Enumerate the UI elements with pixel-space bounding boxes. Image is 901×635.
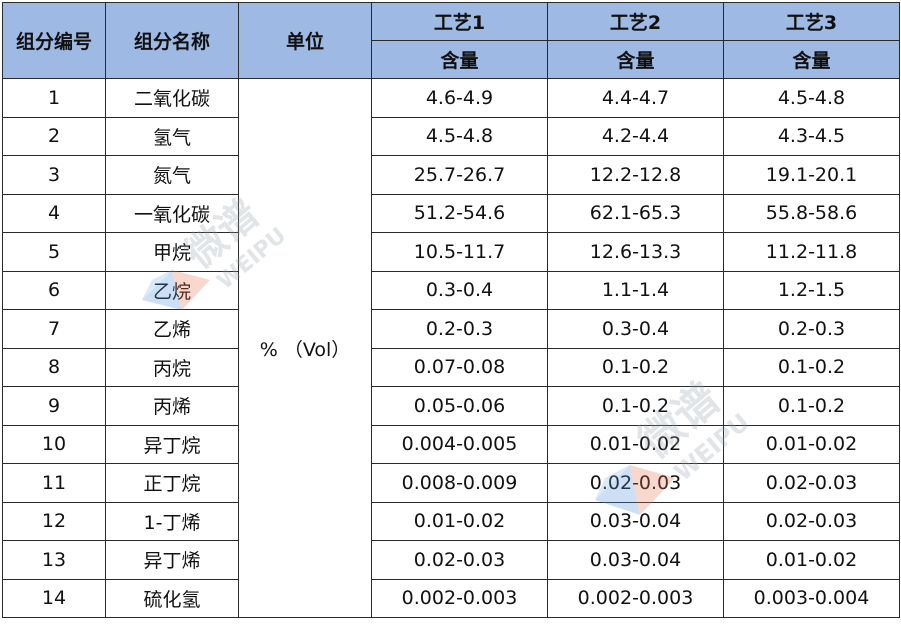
component-number-cell: 1 [2,78,106,118]
header-content-3: 含量 [723,40,900,79]
component-name-cell: 乙烷 [105,270,239,310]
component-name-cell: 硫化氢 [105,578,239,618]
process-2-content-cell: 0.03-0.04 [547,501,724,541]
component-number-cell: 5 [2,232,106,272]
header-process-3: 工艺3 [723,2,900,41]
header-process-2: 工艺2 [547,2,724,41]
header-component-number: 组分编号 [2,2,106,79]
component-name-cell: 乙烯 [105,309,239,349]
component-name-cell: 异丁烯 [105,540,239,580]
process-3-content-cell: 0.1-0.2 [723,347,900,387]
component-name-cell: 二氧化碳 [105,78,239,118]
component-name-cell: 一氧化碳 [105,193,239,233]
process-1-content-cell: 0.004-0.005 [371,424,548,464]
process-2-content-cell: 0.3-0.4 [547,309,724,349]
component-number-cell: 7 [2,309,106,349]
process-1-content-cell: 0.05-0.06 [371,386,548,426]
component-number-cell: 9 [2,386,106,426]
process-3-content-cell: 1.2-1.5 [723,270,900,310]
process-1-content-cell: 0.008-0.009 [371,463,548,503]
component-number-cell: 3 [2,155,106,195]
process-3-content-cell: 0.02-0.03 [723,463,900,503]
component-number-cell: 10 [2,424,106,464]
process-3-content-cell: 4.3-4.5 [723,116,900,156]
process-1-content-cell: 0.07-0.08 [371,347,548,387]
process-2-content-cell: 1.1-1.4 [547,270,724,310]
process-1-content-cell: 25.7-26.7 [371,155,548,195]
component-number-cell: 2 [2,116,106,156]
process-3-content-cell: 0.01-0.02 [723,540,900,580]
process-1-content-cell: 0.01-0.02 [371,501,548,541]
component-number-cell: 14 [2,578,106,618]
process-3-content-cell: 55.8-58.6 [723,193,900,233]
header-content-1: 含量 [371,40,548,79]
process-1-content-cell: 0.3-0.4 [371,270,548,310]
header-unit: 单位 [238,2,372,79]
process-2-content-cell: 12.6-13.3 [547,232,724,272]
header-process-1: 工艺1 [371,2,548,41]
component-number-cell: 13 [2,540,106,580]
process-2-content-cell: 4.2-4.4 [547,116,724,156]
process-2-content-cell: 12.2-12.8 [547,155,724,195]
process-2-content-cell: 0.1-0.2 [547,386,724,426]
process-3-content-cell: 4.5-4.8 [723,78,900,118]
header-content-2: 含量 [547,40,724,79]
process-2-content-cell: 62.1-65.3 [547,193,724,233]
component-name-cell: 氮气 [105,155,239,195]
process-1-content-cell: 0.02-0.03 [371,540,548,580]
component-name-cell: 丙烷 [105,347,239,387]
process-3-content-cell: 0.2-0.3 [723,309,900,349]
process-2-content-cell: 0.02-0.03 [547,463,724,503]
header-row-2: 含量 含量 含量 [3,40,900,79]
process-2-content-cell: 0.01-0.02 [547,424,724,464]
process-3-content-cell: 19.1-20.1 [723,155,900,195]
process-3-content-cell: 0.02-0.03 [723,501,900,541]
component-name-cell: 正丁烷 [105,463,239,503]
component-name-cell: 异丁烷 [105,424,239,464]
process-2-content-cell: 0.002-0.003 [547,578,724,618]
component-number-cell: 4 [2,193,106,233]
component-name-cell: 氢气 [105,116,239,156]
header-component-name: 组分名称 [105,2,239,79]
process-1-content-cell: 51.2-54.6 [371,193,548,233]
process-1-content-cell: 10.5-11.7 [371,232,548,272]
process-2-content-cell: 0.1-0.2 [547,347,724,387]
component-number-cell: 8 [2,347,106,387]
component-name-cell: 1-丁烯 [105,501,239,541]
unit-cell: % （Vol） [238,78,372,618]
process-1-content-cell: 0.2-0.3 [371,309,548,349]
component-name-cell: 甲烷 [105,232,239,272]
header-row-1: 组分编号 组分名称 单位 工艺1 工艺2 工艺3 [2,2,900,79]
component-number-cell: 12 [2,501,106,541]
process-2-content-cell: 0.03-0.04 [547,540,724,580]
component-number-cell: 11 [2,463,106,503]
process-3-content-cell: 11.2-11.8 [723,232,900,272]
process-3-content-cell: 0.01-0.02 [723,424,900,464]
process-1-content-cell: 4.6-4.9 [371,78,548,118]
component-name-cell: 丙烯 [105,386,239,426]
process-1-content-cell: 4.5-4.8 [371,116,548,156]
process-3-content-cell: 0.1-0.2 [723,386,900,426]
process-2-content-cell: 4.4-4.7 [547,78,724,118]
process-3-content-cell: 0.003-0.004 [723,578,900,618]
process-1-content-cell: 0.002-0.003 [371,578,548,618]
component-number-cell: 6 [2,270,106,310]
